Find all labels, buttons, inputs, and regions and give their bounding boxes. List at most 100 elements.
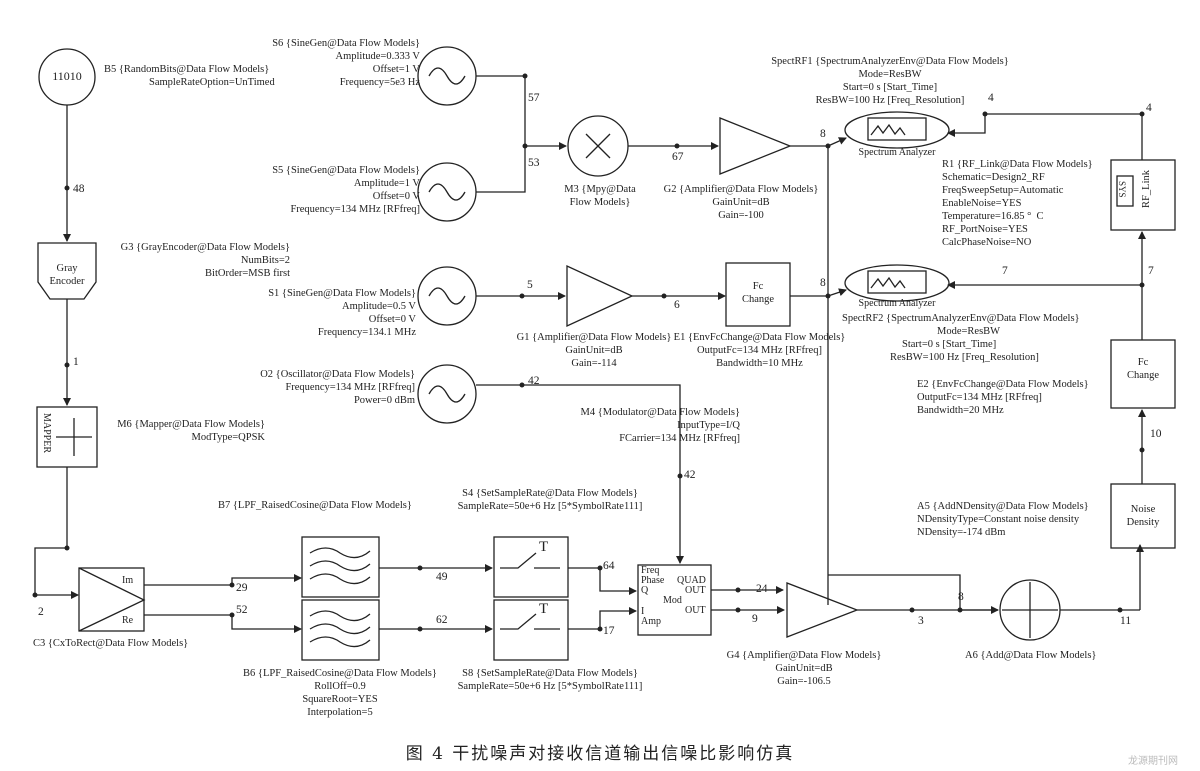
modulator-block[interactable]: [637, 564, 712, 636]
s6-label: S6 {SineGen@Data Flow Models}Amplitude=0…: [272, 38, 420, 88]
specrf2-label: SpectRF2 {SpectrumAnalyzerEnv@Data Flow …: [842, 313, 1080, 363]
random-bits-symbol: 11010: [52, 69, 82, 83]
c3-label: C3 {CxToRect@Data Flow Models}: [33, 638, 189, 649]
m4-port-phase: Phase: [641, 575, 665, 586]
wire-57: [476, 75, 567, 150]
node-7-right: 7: [1148, 265, 1154, 277]
node-10: 10: [1150, 428, 1162, 440]
node-29: 29: [236, 582, 248, 594]
s5-label: S5 {SineGen@Data Flow Models}Amplitude=1…: [272, 165, 420, 215]
rf-link-sys: SYS: [1117, 181, 1127, 198]
s4-sym: T: [539, 539, 549, 555]
node-57: 57: [528, 92, 540, 104]
s8-sym: T: [539, 601, 549, 617]
m4-port-amp: Amp: [641, 616, 661, 627]
a5-label: A5 {AddNDensity@Data Flow Models}NDensit…: [917, 501, 1089, 538]
node-3: 3: [918, 615, 924, 627]
amplifier-g4[interactable]: [786, 582, 859, 638]
gray-encoder-block[interactable]: [37, 242, 97, 300]
node-8-top: 8: [820, 128, 826, 140]
m6-label: M6 {Mapper@Data Flow Models}ModType=QPSK: [117, 419, 265, 443]
node-9: 9: [752, 613, 758, 625]
node-42-top: 42: [528, 375, 540, 387]
amplifier-g1[interactable]: [566, 264, 634, 328]
s4-label: S4 {SetSampleRate@Data Flow Models}Sampl…: [457, 488, 643, 512]
node-49: 49: [436, 571, 448, 583]
gray-encoder-text: Gray Encoder: [49, 263, 85, 287]
wire-29: [144, 574, 302, 586]
fc-change-e1-block[interactable]: [725, 262, 791, 327]
m4-port-out: OUT: [685, 605, 706, 616]
spectrum-analyzer-specrf2[interactable]: [844, 264, 950, 302]
node-1: 1: [73, 356, 79, 368]
fc-change-e2-block[interactable]: [1110, 339, 1176, 409]
node-11: 11: [1120, 615, 1132, 627]
c3-port-im: Im: [122, 575, 134, 586]
e2-text: Fc Change: [1126, 357, 1160, 381]
wire-64: [568, 567, 637, 595]
node-6: 6: [674, 299, 680, 311]
s8-label: S8 {SetSampleRate@Data Flow Models}Sampl…: [457, 668, 643, 692]
spectrum-analyzer-specrf1[interactable]: [844, 111, 950, 149]
a5-text: Noise Density: [1126, 504, 1160, 528]
mapper-text: MAPPER: [41, 413, 52, 454]
s1-label: S1 {SineGen@Data Flow Models}Amplitude=0…: [268, 288, 416, 338]
m4-port-quad: QUAD: [677, 575, 706, 586]
m4-port-freq: Freq: [641, 565, 660, 576]
m4-port-mod: Mod: [663, 595, 682, 606]
m4-port-q: Q: [641, 585, 649, 596]
wire-17: [568, 607, 637, 630]
b7-label: B7 {LPF_RaisedCosine@Data Flow Models}: [218, 500, 412, 511]
g1-label: G1 {Amplifier@Data Flow Models}GainUnit=…: [516, 332, 672, 369]
amplifier-g2[interactable]: [719, 117, 792, 175]
wire-2: [34, 547, 79, 599]
cx-to-rect-block[interactable]: [78, 567, 145, 632]
node-7-left: 7: [1002, 265, 1008, 277]
node-48: 48: [73, 183, 85, 195]
set-sample-rate-s4-block[interactable]: [493, 536, 569, 598]
specrf2-box-label: Spectrum Analyzer: [858, 298, 936, 309]
node-53: 53: [528, 157, 540, 169]
rf-link-text: RF_Link: [1141, 170, 1152, 208]
e1-label: E1 {EnvFcChange@Data Flow Models}OutputF…: [673, 332, 846, 369]
wire-53: [476, 146, 526, 193]
r1-label: R1 {RF_Link@Data Flow Models}Schematic=D…: [942, 159, 1093, 248]
g2-label: G2 {Amplifier@Data Flow Models}GainUnit=…: [663, 184, 819, 221]
specrf1-box-label: Spectrum Analyzer: [858, 147, 936, 158]
node-52: 52: [236, 604, 248, 616]
noise-density-block[interactable]: [1110, 483, 1176, 549]
node-17: 17: [603, 625, 615, 637]
e2-label: E2 {EnvFcChange@Data Flow Models}OutputF…: [917, 379, 1089, 416]
node-64: 64: [603, 560, 615, 572]
oscillator-o2[interactable]: [417, 364, 477, 424]
node-5: 5: [527, 279, 533, 291]
e1-text: Fc Change: [741, 281, 775, 305]
node-24: 24: [756, 583, 768, 595]
g3-label: G3 {GrayEncoder@Data Flow Models}NumBits…: [120, 242, 290, 279]
node-2: 2: [38, 606, 44, 618]
node-42-bottom: 42: [684, 469, 696, 481]
a6-label: A6 {Add@Data Flow Models}: [965, 650, 1097, 661]
m4-port-out-q: OUT: [685, 585, 706, 596]
wire-8-to-adder: [828, 574, 998, 611]
node-4-right: 4: [1146, 102, 1152, 114]
m4-label: M4 {Modulator@Data Flow Models}InputType…: [580, 407, 740, 444]
lpf-b6-block[interactable]: [301, 599, 380, 661]
lpf-b7-block[interactable]: [301, 536, 380, 598]
b5-label: B5 {RandomBits@Data Flow Models} SampleR…: [104, 64, 275, 88]
node-8-mid: 8: [820, 277, 826, 289]
node-67: 67: [672, 151, 684, 163]
set-sample-rate-s8-block[interactable]: [493, 599, 569, 661]
wire-42: [476, 384, 684, 564]
watermark: 龙源期刊网: [1128, 756, 1178, 767]
c3-port-re: Re: [122, 615, 134, 626]
b6-label: B6 {LPF_RaisedCosine@Data Flow Models}Ro…: [243, 668, 437, 718]
m4-port-i: I: [641, 606, 645, 617]
g4-label: G4 {Amplifier@Data Flow Models}GainUnit=…: [726, 650, 882, 687]
node-4-left: 4: [988, 92, 994, 104]
wire-52: [144, 614, 302, 633]
rf-link-block[interactable]: [1110, 159, 1176, 231]
node-62: 62: [436, 614, 448, 626]
